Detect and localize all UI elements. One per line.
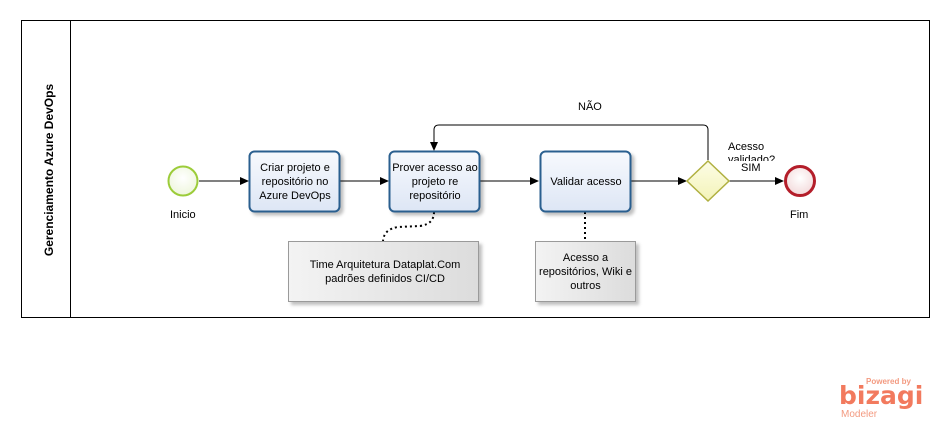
task-criar-box[interactable] [248, 150, 341, 213]
annotation-time-text: Time Arquitetura Dataplat.Com padrões de… [309, 258, 461, 285]
watermark-powered-text: Powered by [866, 377, 911, 386]
annotation-acesso-text: Acesso a repositórios, Wiki e outros [539, 251, 632, 292]
gateway-no-label: NÃO [578, 101, 602, 113]
task-validar-label: Validar acesso [550, 175, 622, 188]
flow-gateway-back-nao [430, 124, 709, 160]
annotation-time-box[interactable] [288, 241, 479, 302]
start-event-circle[interactable] [167, 165, 199, 197]
end-event-label: Fim [790, 209, 809, 221]
gateway-question-label: Acesso validado? [728, 141, 776, 161]
gateway-yes-label: SIM [741, 162, 761, 174]
task-prover-box[interactable] [388, 150, 481, 213]
task-criar-label: Criar projeto e repositório no Azure Dev… [259, 161, 331, 202]
end-event-circle[interactable] [784, 165, 816, 197]
association-prover-note [382, 211, 435, 242]
start-event-label: Inicio [170, 209, 196, 221]
watermark-product-text: Modeler [841, 409, 878, 420]
bizagi-logo: bizagi [839, 381, 924, 410]
annotation-acesso-box[interactable] [535, 241, 636, 302]
gateway-diamond[interactable] [685, 159, 731, 203]
lane-title: Gerenciamento Azure DevOps [42, 83, 56, 257]
task-prover-label: Prover acesso ao projeto re repositório [392, 161, 478, 202]
task-validar-box[interactable] [539, 150, 632, 213]
